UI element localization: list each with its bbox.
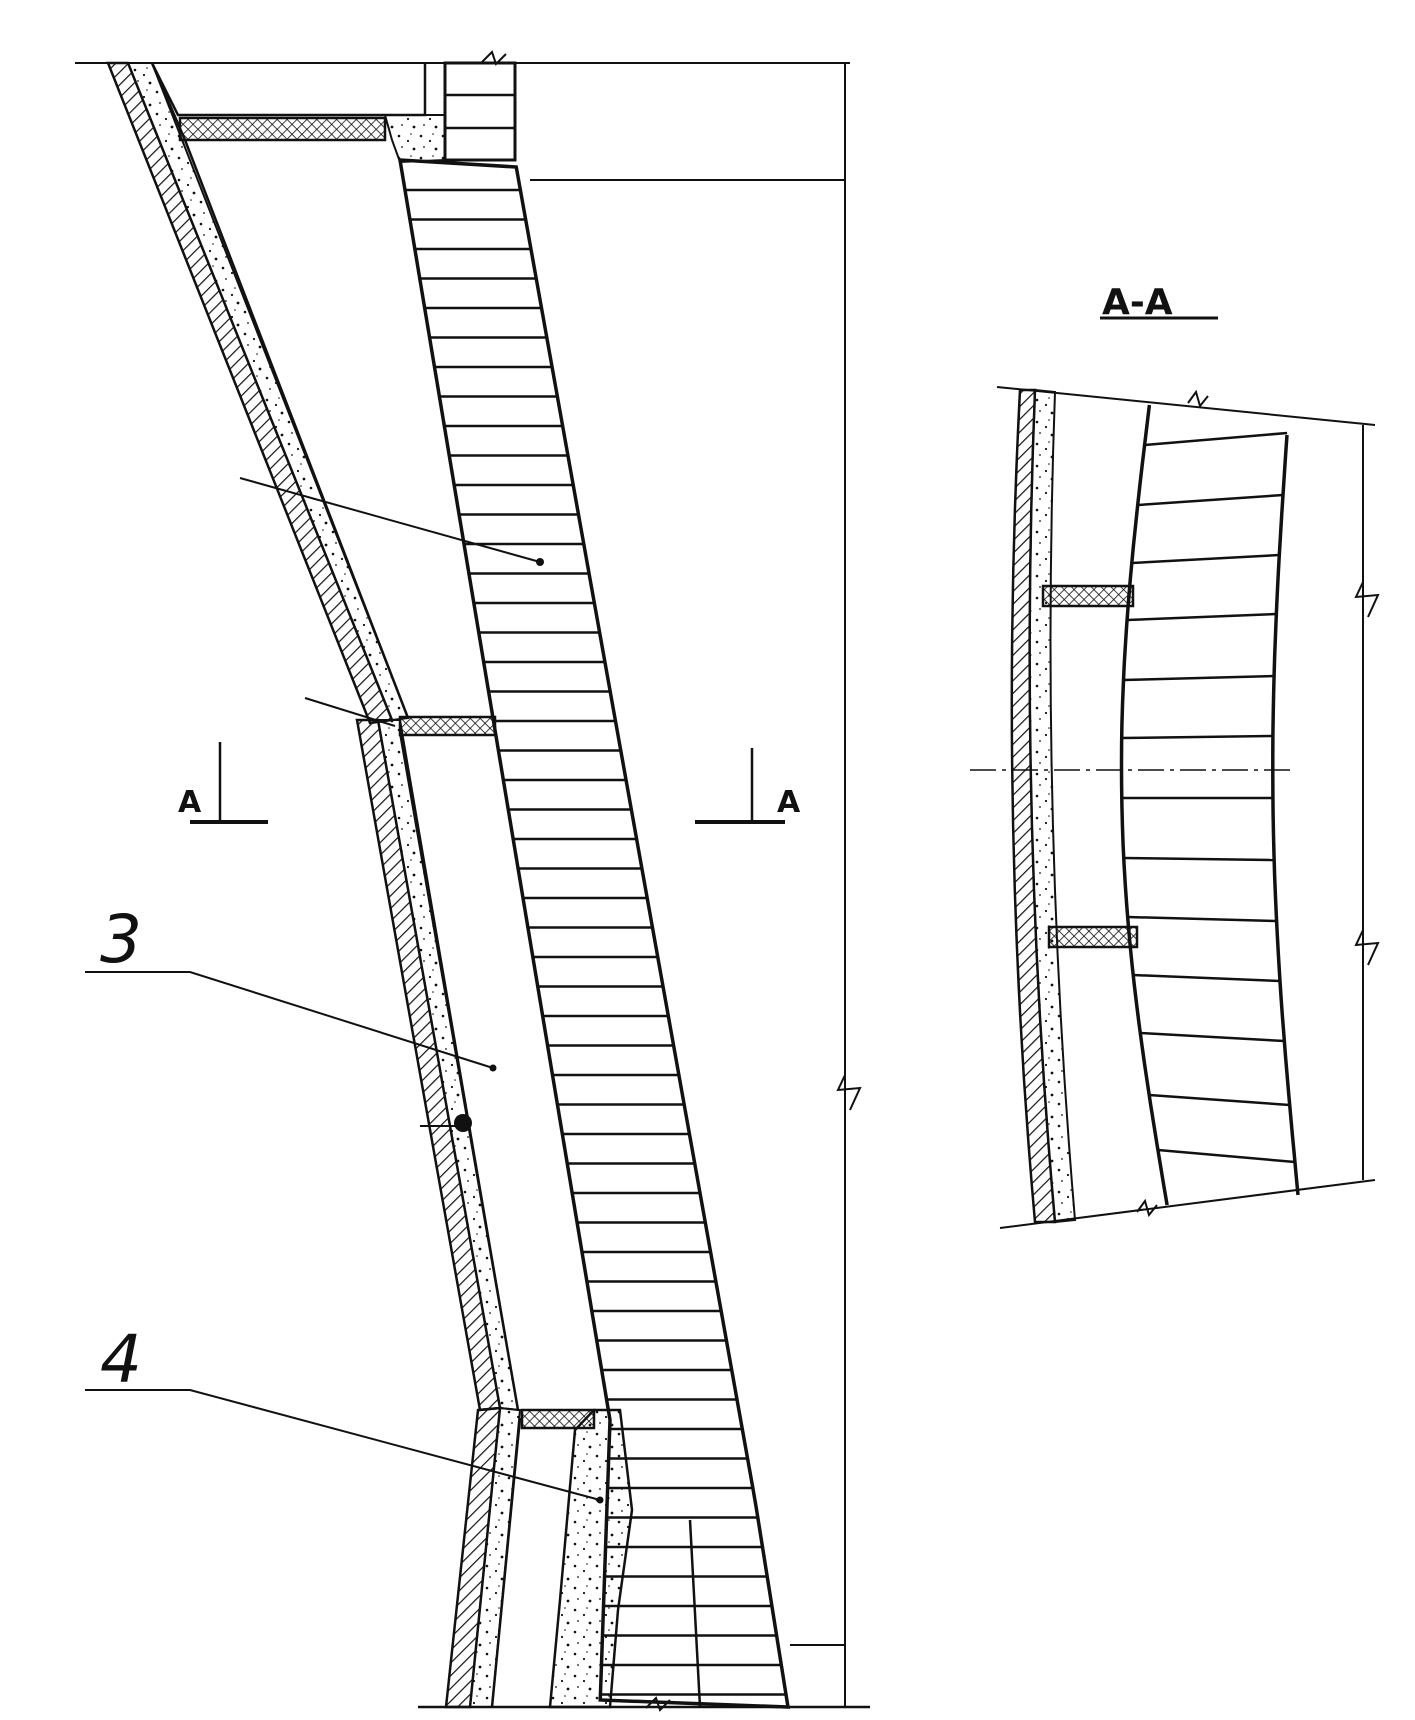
leader-dot-callout-4 bbox=[596, 1496, 604, 1504]
tamping-mass-4 bbox=[548, 1408, 634, 1709]
aa-brick-joint bbox=[1123, 674, 1275, 682]
aa-brick-joint bbox=[1126, 612, 1277, 622]
section-marker-left-label: A bbox=[178, 785, 202, 820]
section-view-title: A-A bbox=[1102, 282, 1173, 323]
dimension-break-mark bbox=[836, 1074, 862, 1111]
steel-shell-upper bbox=[106, 61, 394, 725]
break-mark-top bbox=[481, 50, 507, 66]
section-marker-right-label: A bbox=[777, 785, 801, 820]
top-compartment-outline bbox=[150, 62, 427, 117]
aa-break-bottom bbox=[1136, 1198, 1158, 1218]
aa-brick-joint bbox=[1140, 1031, 1285, 1043]
brick-joint-vertical bbox=[688, 1519, 702, 1708]
aa-brick-outer-edge bbox=[1271, 434, 1300, 1196]
shell-rivet bbox=[454, 1114, 472, 1132]
anchor-shelf-top bbox=[178, 116, 387, 142]
aa-concrete-layer bbox=[1028, 388, 1077, 1224]
leader-line-upper bbox=[239, 477, 541, 563]
aa-brick-joint bbox=[1157, 1148, 1296, 1164]
aa-break-top bbox=[1187, 389, 1209, 409]
callout-label-3: 3 bbox=[100, 901, 142, 978]
aa-brick-joint bbox=[1127, 915, 1277, 923]
aa-brick-joint bbox=[1137, 493, 1284, 507]
leader-line-callout-3 bbox=[85, 971, 494, 1069]
brick-column-top bbox=[443, 61, 517, 162]
refractory-brick-lining bbox=[397, 61, 791, 1709]
aa-brick-inner-edge bbox=[1119, 404, 1169, 1206]
section-marker-left: A bbox=[178, 742, 268, 824]
concrete-layer-upper bbox=[126, 62, 410, 722]
concrete-filler-top bbox=[383, 114, 446, 164]
brick-column-outline bbox=[397, 158, 791, 1709]
leader-line-middle bbox=[304, 697, 396, 727]
steel-shell-middle bbox=[355, 718, 502, 1412]
aa-brick-joint bbox=[1149, 1093, 1290, 1107]
aa-dimension-break-lower bbox=[1354, 929, 1380, 966]
aa-anchor-shelf-upper bbox=[1041, 584, 1135, 608]
section-marker-right: A bbox=[695, 748, 801, 824]
aa-brick-joint bbox=[1133, 973, 1281, 983]
concrete-layer-middle bbox=[376, 719, 520, 1412]
aa-anchor-shelf-lower bbox=[1047, 925, 1139, 949]
aa-brick-joint bbox=[1121, 734, 1273, 740]
leader-dot-callout-3 bbox=[489, 1064, 497, 1072]
anchor-shelf-middle bbox=[398, 715, 497, 737]
aa-dimension-break-upper bbox=[1354, 581, 1380, 618]
leader-line-callout-4 bbox=[85, 1389, 601, 1501]
cavity-line-lower bbox=[490, 1417, 522, 1708]
cross-section-a-a: A-A bbox=[970, 282, 1380, 1229]
cavity-line-middle bbox=[398, 731, 520, 1411]
callout-label-4: 4 bbox=[100, 1321, 142, 1398]
aa-brick-joint bbox=[1131, 553, 1280, 565]
aa-brick-joint bbox=[1144, 431, 1288, 447]
leader-dot-upper bbox=[536, 558, 544, 566]
aa-brick-joint bbox=[1123, 856, 1275, 862]
aa-top-boundary bbox=[996, 386, 1376, 426]
aa-brick-ring bbox=[1119, 404, 1300, 1206]
main-section: 3 4 A A bbox=[75, 50, 870, 1712]
